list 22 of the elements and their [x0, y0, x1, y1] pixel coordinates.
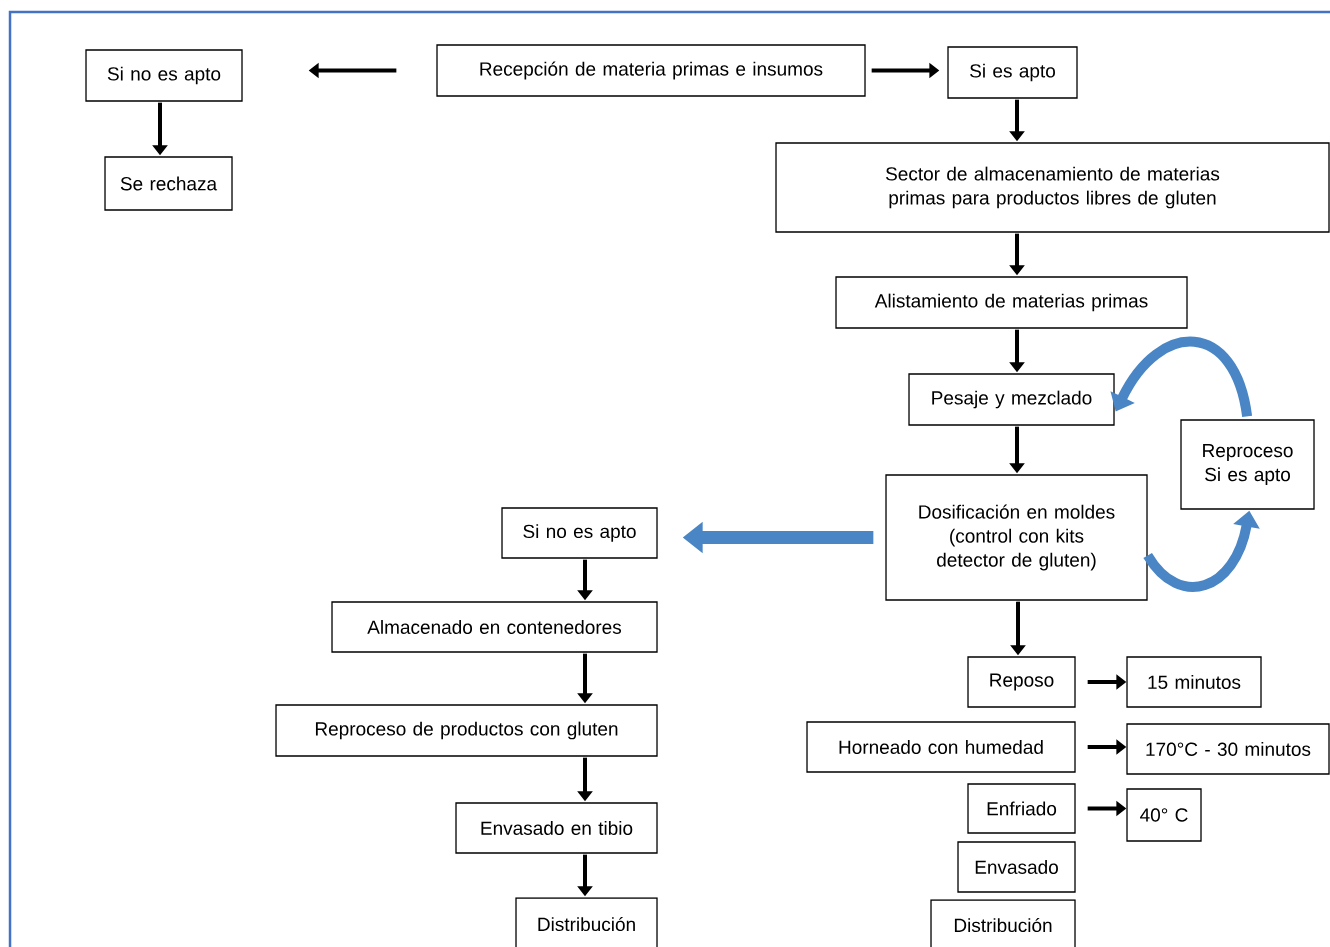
- process-box: 170°C - 30 minutos: [1126, 723, 1330, 775]
- process-box: Alistamiento de materias primas: [835, 276, 1188, 329]
- process-box: Dosificación en moldes (control con kits detector de gluten): [885, 474, 1148, 601]
- process-box: Si es apto: [947, 46, 1078, 99]
- process-box: Envasado: [957, 841, 1076, 893]
- process-box: Reproceso de productos con gluten: [275, 704, 658, 757]
- process-box: Almacenado en contenedores: [331, 601, 658, 653]
- process-box: Reposo: [967, 656, 1076, 708]
- process-box: Pesaje y mezclado: [908, 373, 1115, 426]
- process-box: Enfriado: [967, 783, 1076, 834]
- process-box: 40° C: [1126, 788, 1202, 842]
- process-box: Se rechaza: [104, 156, 233, 211]
- process-box: Horneado con humedad: [806, 721, 1076, 773]
- process-box: Recepción de materia primas e insumos: [436, 44, 866, 97]
- process-box: Envasado en tibio: [455, 802, 658, 854]
- process-box: Sector de almacenamiento de materias primas para productos libres de gluten: [775, 142, 1330, 233]
- process-box: Distribución: [515, 897, 658, 947]
- process-box: 15 minutos: [1126, 656, 1262, 708]
- process-box: Distribución: [930, 899, 1076, 947]
- process-box: Si no es apto: [85, 49, 243, 102]
- process-box: Si no es apto: [501, 507, 658, 559]
- process-box: Reproceso Si es apto: [1180, 419, 1315, 510]
